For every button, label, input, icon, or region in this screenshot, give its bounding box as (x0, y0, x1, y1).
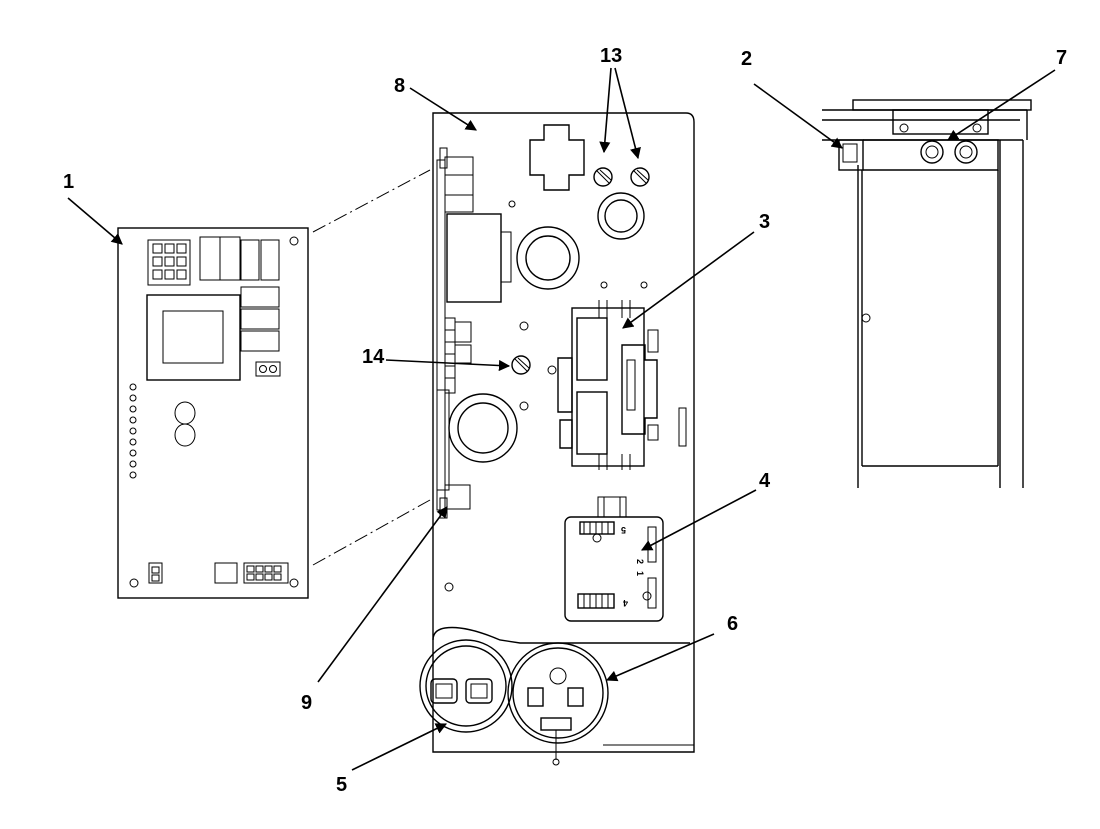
callout-14: 14 (362, 346, 385, 368)
unit-side-view (822, 99, 1032, 488)
callouts: 1 2 3 4 5 6 7 8 9 13 14 (63, 45, 1067, 796)
callout-2: 2 (741, 48, 752, 70)
callout-3: 3 (759, 211, 770, 233)
callout-8: 8 (394, 75, 405, 97)
control-board (117, 227, 309, 599)
relay-pin-5: 5 (621, 525, 626, 535)
control-panel: 5 2 1 4 (419, 112, 695, 766)
dual-capacitor (419, 639, 513, 733)
relay-pin-4: 4 (623, 598, 628, 608)
callout-13: 13 (600, 45, 622, 67)
alignment-line-bottom (312, 499, 431, 566)
callout-7: 7 (1056, 47, 1067, 69)
relay: 5 2 1 4 (564, 496, 664, 622)
callout-1: 1 (63, 171, 74, 193)
run-capacitor (507, 642, 609, 766)
screw-pair (593, 167, 650, 187)
callout-6: 6 (727, 613, 738, 635)
contactor (557, 300, 687, 470)
callout-9: 9 (301, 692, 312, 714)
callout-4: 4 (759, 470, 771, 492)
alignment-line-top (312, 169, 431, 233)
callout-5: 5 (336, 774, 347, 796)
relay-pin-1: 1 (635, 571, 645, 576)
relay-pin-2: 2 (635, 559, 645, 564)
leader-arrows (67, 67, 1056, 771)
